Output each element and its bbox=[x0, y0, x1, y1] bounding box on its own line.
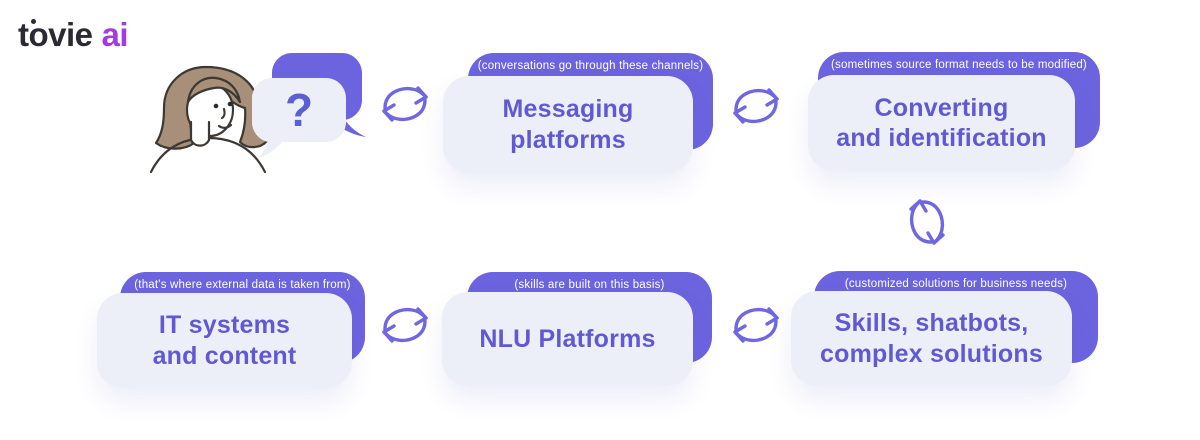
person-eye-right bbox=[227, 101, 233, 107]
node-caption-it-systems: (that's where external data is taken fro… bbox=[134, 279, 351, 291]
person-neck bbox=[189, 120, 211, 147]
node-caption-converting: (sometimes source format needs to be mod… bbox=[831, 59, 1087, 71]
flow-node-messaging-platforms: Messaging platforms bbox=[443, 76, 693, 173]
node-title-it-systems: IT systems and content bbox=[152, 311, 297, 370]
logo-text-primary: tovie bbox=[18, 16, 93, 53]
sync-arrows-icon bbox=[382, 307, 428, 343]
person-illustration bbox=[149, 65, 269, 174]
flow-node-it-systems-content: IT systems and content bbox=[97, 293, 352, 388]
person-nose bbox=[220, 107, 226, 120]
brand-logo: tovie ai bbox=[18, 16, 129, 54]
logo-text-secondary: ai bbox=[101, 16, 129, 53]
person-eye-left bbox=[213, 103, 219, 109]
sync-arrows-icon bbox=[382, 86, 428, 122]
question-mark: ? bbox=[285, 84, 313, 136]
node-title-nlu: NLU Platforms bbox=[479, 324, 656, 353]
person-mouth bbox=[217, 123, 233, 129]
sync-arrows-vertical-icon bbox=[909, 199, 945, 245]
flow-node-converting-identification: Converting and identification bbox=[808, 75, 1075, 171]
node-caption-messaging: (conversations go through these channels… bbox=[477, 60, 704, 72]
logo-t-dot bbox=[31, 19, 36, 24]
flow-node-nlu-platforms: NLU Platforms bbox=[442, 292, 693, 386]
node-title-converting: Converting and identification bbox=[836, 93, 1047, 153]
node-caption-skills: (customized solutions for business needs… bbox=[844, 278, 1068, 290]
person-fringe bbox=[186, 76, 242, 104]
sync-arrows-icon bbox=[733, 307, 779, 343]
node-title-skills: Skills, shatbots, complex solutions bbox=[820, 309, 1043, 368]
flow-node-skills-chatbots: Skills, shatbots, complex solutions bbox=[791, 291, 1072, 386]
question-bubble: ? bbox=[252, 53, 366, 158]
sync-arrows-icon bbox=[733, 88, 779, 124]
node-title-messaging: Messaging platforms bbox=[502, 95, 634, 154]
speech-bubble-front bbox=[252, 78, 346, 158]
node-caption-nlu: (skills are built on this basis) bbox=[514, 279, 665, 291]
